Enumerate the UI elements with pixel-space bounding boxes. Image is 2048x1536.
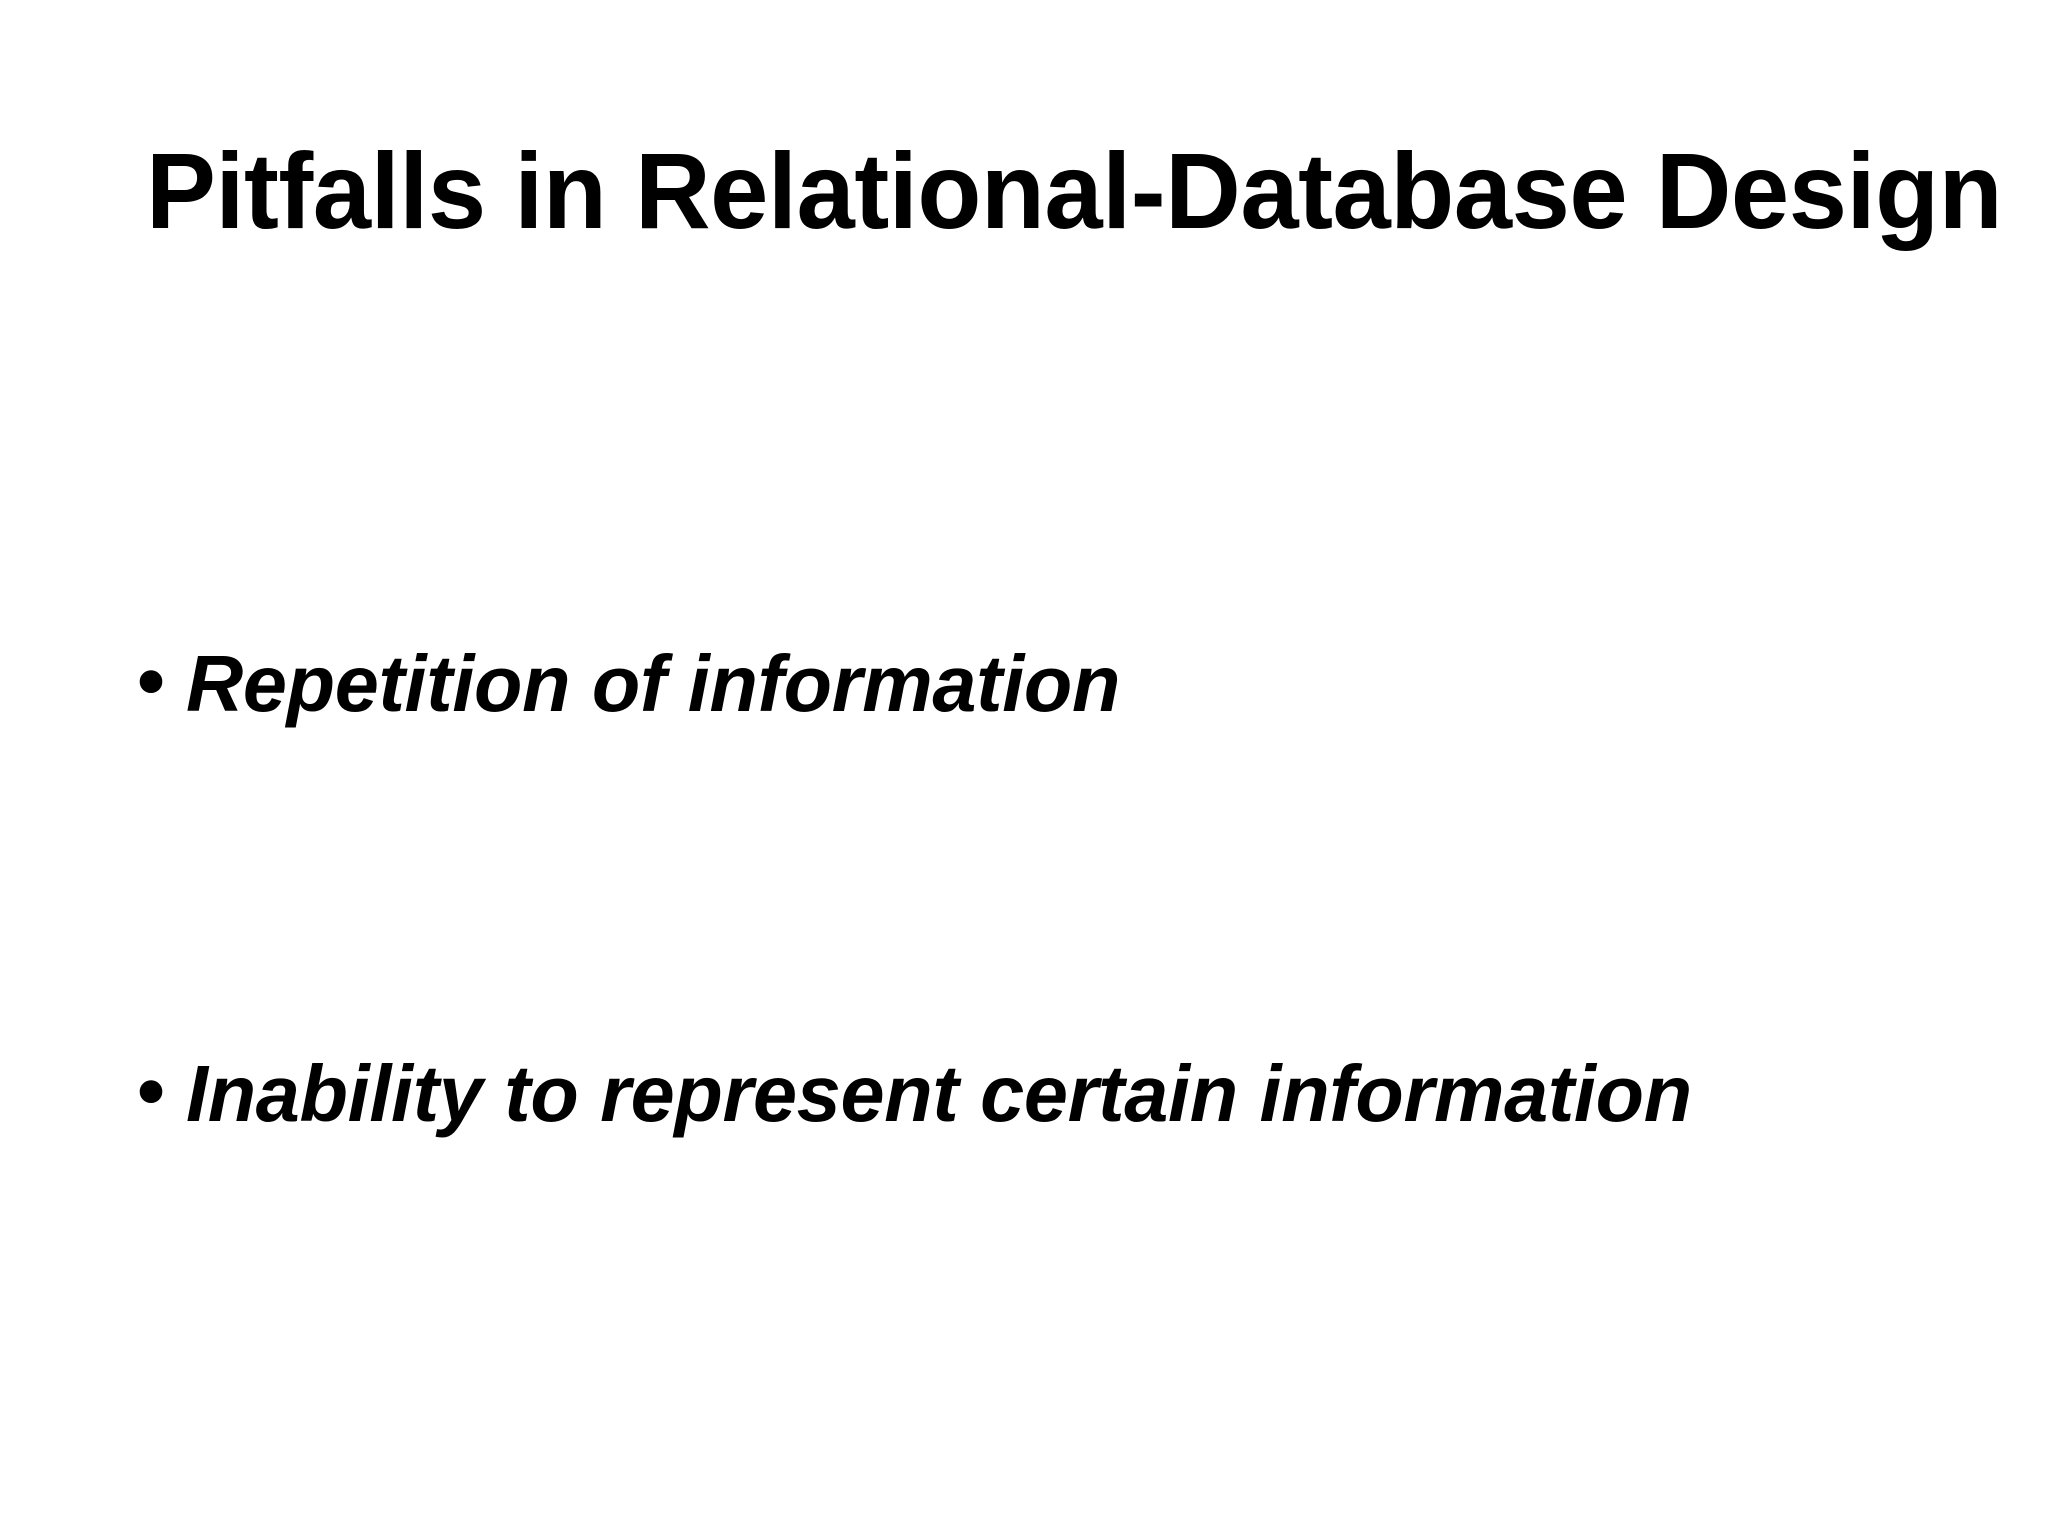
list-item-label: Repetition of information	[186, 639, 1121, 728]
list-item: • Inability to represent certain informa…	[128, 1050, 1707, 1138]
page-title: Pitfalls in Relational-Database Design	[146, 130, 2003, 251]
bullet-dot-icon: •	[128, 1050, 175, 1140]
bullet-dot-icon: •	[128, 640, 175, 730]
list-item: • Repetition of information	[128, 640, 1130, 728]
list-item-label: Inability to represent certain informati…	[186, 1049, 1692, 1138]
